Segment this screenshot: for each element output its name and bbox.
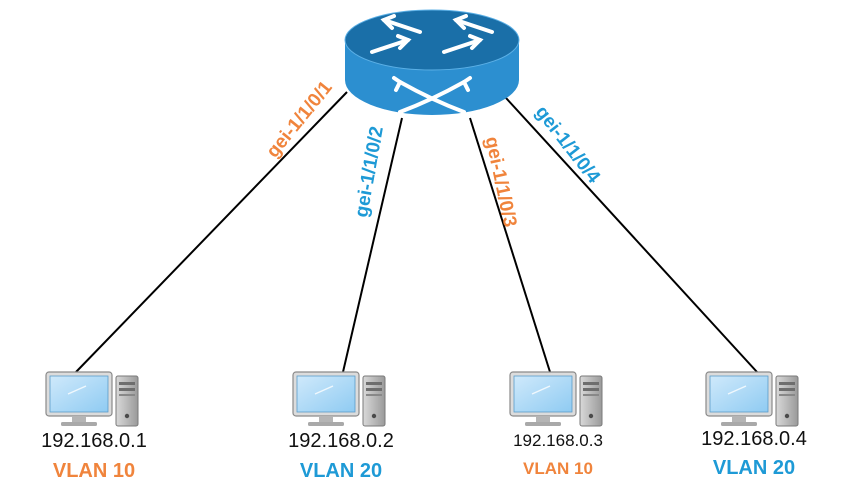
host-vlan: VLAN 10: [53, 460, 135, 482]
link-line-1: [75, 91, 348, 373]
computer-icon: [292, 371, 386, 427]
router-icon: [344, 9, 520, 115]
host-vlan: VLAN 20: [713, 457, 795, 479]
host-vlan: VLAN 20: [300, 460, 382, 482]
router-group: [344, 9, 520, 115]
computer-icon: [45, 371, 139, 427]
link-line-2: [342, 117, 403, 373]
host-ip: 192.168.0.3: [513, 431, 603, 450]
port-label-1: gei-1/1/0/1: [263, 77, 337, 162]
host-ip: 192.168.0.1: [41, 430, 147, 452]
host-ip: 192.168.0.2: [288, 430, 394, 452]
computer-icon: [509, 371, 603, 427]
link-line-4: [505, 97, 758, 373]
port-label-4: gei-1/1/0/4: [531, 102, 604, 188]
computer-icon: [705, 371, 799, 427]
port-label-3: gei-1/1/0/3: [481, 135, 521, 229]
host-ip: 192.168.0.4: [701, 428, 807, 450]
link-line-3: [469, 117, 551, 373]
links: [75, 91, 758, 373]
host-vlan: VLAN 10: [523, 459, 593, 478]
